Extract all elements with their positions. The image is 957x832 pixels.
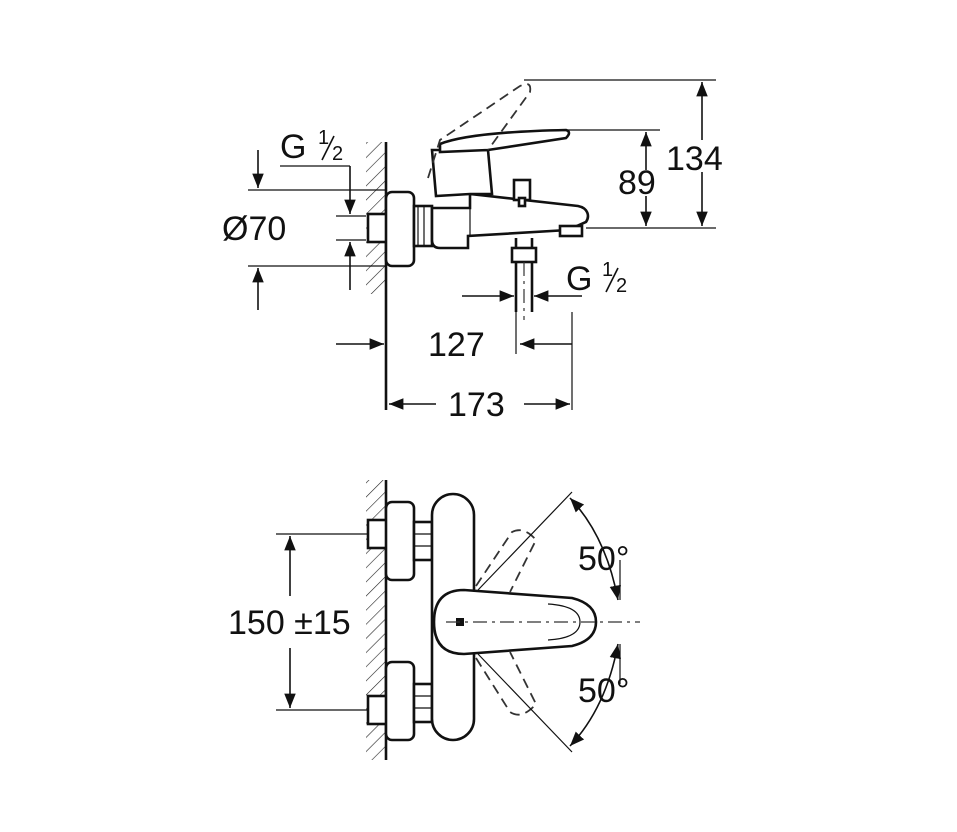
side-view: Ø70 G 1 2 89 134 G 1 2 1 <box>222 79 723 424</box>
dim-89-label: 89 <box>618 164 656 202</box>
thread-left-den: 2 <box>332 143 343 165</box>
thread-left-base: G <box>280 128 306 166</box>
extension-lines-side <box>248 79 716 410</box>
diverter-knob <box>512 178 532 208</box>
angle-arc-up <box>569 497 622 601</box>
dim-spacing-label: 150 ±15 <box>228 604 351 642</box>
dim-134-label: 134 <box>666 140 723 178</box>
connector-lower <box>366 660 434 742</box>
connector-upper <box>366 500 434 582</box>
dim-thread-left-label: G 1 2 <box>280 127 343 166</box>
dim-173-label: 173 <box>448 386 505 424</box>
thread-right-num: 1 <box>602 259 613 281</box>
dim-127-label: 127 <box>428 326 485 364</box>
lever-side <box>427 83 571 198</box>
connector-side <box>366 190 434 268</box>
angle-down-label: 50° <box>578 672 629 710</box>
dim-thread-right-label: G 1 2 <box>566 259 627 298</box>
front-view: 50° 50° 150 ±15 <box>228 480 640 760</box>
thread-left-num: 1 <box>318 127 329 149</box>
thread-right-base: G <box>566 260 592 298</box>
angle-up-label: 50° <box>578 540 629 578</box>
angle-arc-down <box>569 643 622 747</box>
thread-right-den: 2 <box>616 275 627 297</box>
wall-side <box>366 142 388 410</box>
dim-diameter-label: Ø70 <box>222 210 286 248</box>
mixer-body-side <box>430 192 590 250</box>
dim-spacing <box>276 533 368 711</box>
